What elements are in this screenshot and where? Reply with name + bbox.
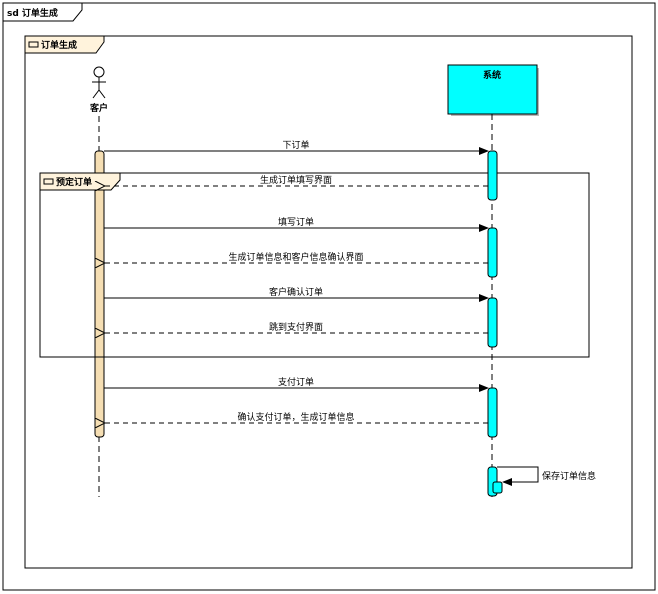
message-6: 跳到支付界面 bbox=[105, 321, 488, 333]
message-5: 客户确认订单 bbox=[104, 286, 489, 302]
system-activation bbox=[487, 387, 498, 438]
message-8: 确认支付订单，生成订单信息 bbox=[105, 411, 488, 423]
interaction-frame: 订单生成 bbox=[24, 35, 633, 569]
message-3: 填写订单 bbox=[104, 216, 489, 232]
outer-frame-tab bbox=[2, 2, 83, 22]
system-self-activation bbox=[492, 481, 503, 494]
message-label: 保存订单信息 bbox=[542, 470, 596, 482]
system-head: 系统 bbox=[447, 64, 539, 116]
system-activation bbox=[487, 297, 498, 348]
message-label: 生成订单信息和客户信息确认界面 bbox=[228, 251, 363, 263]
system-activation bbox=[487, 150, 498, 201]
message-label: 填写订单 bbox=[278, 216, 314, 228]
message-label: 跳到支付界面 bbox=[269, 321, 323, 333]
system-activation bbox=[487, 227, 498, 278]
fragment-frame: 预定订单 bbox=[39, 172, 590, 358]
interaction-icon bbox=[28, 41, 39, 48]
message-7: 支付订单 bbox=[104, 376, 489, 392]
message-1: 下订单 bbox=[104, 139, 489, 155]
message-4: 生成订单信息和客户信息确认界面 bbox=[105, 251, 488, 263]
actor-name: 客户 bbox=[89, 102, 108, 114]
interaction-title: 订单生成 bbox=[41, 39, 77, 51]
actor-figure-icon bbox=[92, 66, 106, 99]
interaction-frame-tab bbox=[24, 35, 105, 54]
frame-title: sd 订单生成 bbox=[7, 7, 58, 19]
message-label: 下订单 bbox=[282, 139, 309, 151]
message-label: 生成订单填写界面 bbox=[260, 174, 332, 186]
fragment-icon bbox=[43, 178, 54, 185]
actor-activation bbox=[94, 150, 105, 438]
message-label: 确认支付订单，生成订单信息 bbox=[237, 411, 354, 423]
message-label: 支付订单 bbox=[278, 376, 314, 388]
message-2: 生成订单填写界面 bbox=[105, 174, 488, 186]
system-name: 系统 bbox=[483, 69, 501, 81]
message-label: 客户确认订单 bbox=[269, 286, 323, 298]
fragment-label: 预定订单 bbox=[56, 176, 92, 188]
message-9-self: 保存订单信息 bbox=[497, 466, 596, 486]
